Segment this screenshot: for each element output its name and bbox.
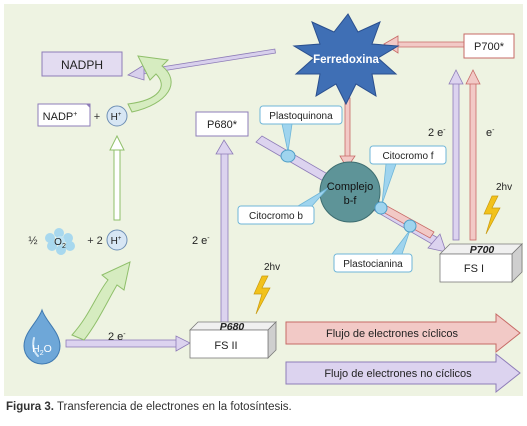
fs1-to-p700-arrowhead-purple bbox=[448, 69, 464, 85]
plastocianina-pointer bbox=[391, 229, 411, 255]
legend-noncyclic-arrow bbox=[285, 352, 521, 394]
citocromo-f-pointer bbox=[381, 163, 397, 205]
legend-cyclic-label: Flujo de electrones cíclicos bbox=[326, 328, 459, 340]
proton-circle-top bbox=[106, 105, 128, 127]
citocromo-f-box bbox=[369, 145, 447, 165]
oxygen-label: O2 bbox=[54, 237, 66, 250]
oxygen-molecule-icon bbox=[45, 228, 75, 255]
fs2-to-p680-arrow bbox=[220, 151, 229, 325]
electron-cyclic-label: e- bbox=[486, 127, 495, 139]
p680-excited-label: P680* bbox=[207, 119, 238, 131]
p700-excited-label: P700* bbox=[474, 41, 505, 53]
plastoquinona-box bbox=[259, 105, 343, 125]
caption-text: Transferencia de electrones en la fotosí… bbox=[56, 401, 292, 413]
electron-chain-diagonal-arrowhead bbox=[427, 233, 447, 253]
h-to-nadp-arrow bbox=[113, 147, 121, 221]
plastoquinona-pointer bbox=[281, 123, 293, 153]
plastoquinona-node bbox=[280, 149, 296, 163]
complejo-label-line2: b-f bbox=[344, 195, 358, 207]
fs1-to-p700-arrowhead-red bbox=[465, 69, 481, 85]
water-drop-highlight bbox=[32, 337, 39, 357]
ferredoxina-label: Ferredoxina bbox=[313, 54, 379, 66]
complejo-label-line1: Complejo bbox=[327, 181, 373, 193]
proton-label-top: H+ bbox=[111, 112, 122, 123]
nadp-box bbox=[37, 103, 91, 127]
complejo-bf-circle bbox=[319, 161, 381, 223]
p700-excited-box bbox=[463, 33, 515, 59]
fs2-to-p680-arrowhead bbox=[215, 139, 234, 155]
fs2-label: FS II bbox=[214, 340, 237, 352]
two-electrons-fs2-label: 2 e- bbox=[192, 235, 210, 247]
lightning-icon bbox=[483, 195, 501, 235]
figure-caption: Figura 3. Transferencia de electrones en… bbox=[6, 401, 292, 413]
nadp-box-corner bbox=[86, 104, 90, 108]
plastocianina-node bbox=[403, 219, 417, 233]
fs2-box bbox=[189, 329, 269, 359]
p680-excited-box bbox=[195, 111, 249, 137]
fs1-to-p700-arrow-red bbox=[469, 81, 477, 241]
ferredoxina-to-complejo-arrow-shaft bbox=[344, 97, 351, 159]
p700-label: P700 bbox=[470, 244, 495, 256]
fs1-box bbox=[439, 253, 513, 283]
citocromo-f-label: Citocromo f bbox=[382, 151, 433, 162]
water-drop-icon bbox=[23, 308, 61, 365]
legend-cyclic-arrow bbox=[285, 312, 521, 354]
nadp-label: NADP+ bbox=[43, 111, 78, 123]
proton-label-bottom: H+ bbox=[111, 236, 122, 247]
plastocianina-box bbox=[333, 253, 413, 273]
citocromo-b-label: Citocromo b bbox=[249, 211, 303, 222]
water-to-oxygen-arrow bbox=[71, 261, 131, 341]
light-energy-fs2-label: 2hv bbox=[264, 262, 280, 273]
light-energy-fs1-label: 2hv bbox=[496, 182, 512, 193]
caption-label: Figura 3. bbox=[6, 401, 54, 413]
water-to-fs2-arrowhead bbox=[175, 335, 191, 352]
ferredoxina-to-nadph-arrowhead bbox=[127, 64, 145, 81]
plus-sign: + bbox=[94, 111, 100, 123]
plastoquinona-label: Plastoquinona bbox=[269, 111, 333, 122]
lightning-icon bbox=[253, 275, 271, 315]
two-electrons-fs1-label: 2 e- bbox=[428, 127, 446, 139]
proton-circle-bottom bbox=[106, 229, 128, 251]
p700-to-ferredoxina-arrow-shaft bbox=[395, 41, 467, 48]
fs1-to-p700-arrow-purple bbox=[452, 81, 460, 241]
two-protons-plus: + 2 bbox=[87, 235, 103, 247]
citocromo-b-box bbox=[237, 205, 315, 225]
two-electrons-water-label: 2 e- bbox=[108, 331, 126, 343]
legend-noncyclic-label: Flujo de electrones no cíclicos bbox=[324, 368, 472, 380]
plastocianina-label: Plastocianina bbox=[343, 259, 403, 270]
citocromo-f-node bbox=[374, 201, 388, 215]
nadp-to-nadph-arrow bbox=[127, 55, 172, 113]
p680-label: P680 bbox=[220, 321, 245, 333]
star-burst-icon bbox=[292, 13, 400, 106]
citocromo-b-pointer bbox=[296, 187, 329, 207]
water-label: H2O bbox=[32, 343, 52, 357]
h-to-nadp-arrowhead bbox=[109, 134, 125, 151]
fs1-label: FS I bbox=[464, 263, 484, 275]
nadph-box bbox=[41, 51, 123, 77]
half-label: ½ bbox=[28, 235, 37, 247]
nadph-label: NADPH bbox=[61, 58, 103, 72]
